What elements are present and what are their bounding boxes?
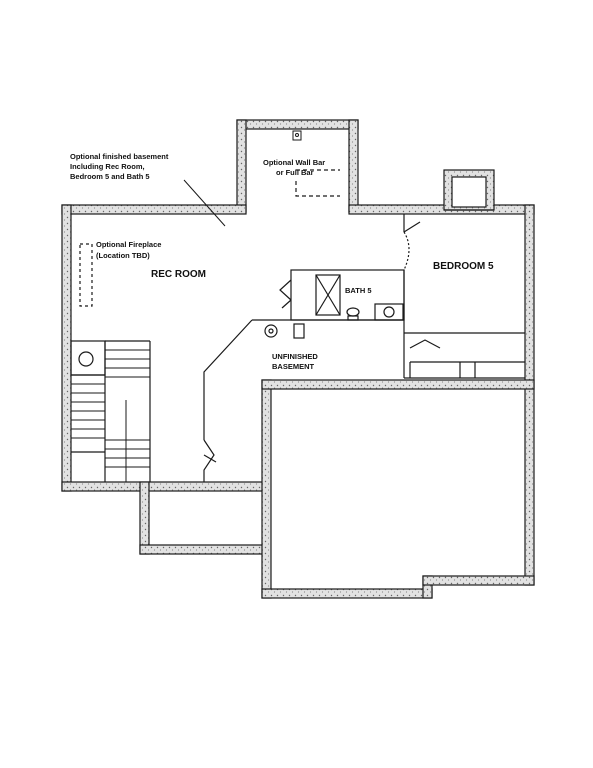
note-optional-basement: Optional finished basement Including Rec…: [70, 152, 169, 181]
bar-sink-icon: [292, 130, 302, 141]
room-label-rec-room: REC ROOM: [151, 269, 206, 280]
note-line: Optional Fireplace: [96, 240, 161, 249]
note-line: Optional finished basement: [70, 152, 169, 161]
interior-walls: [70, 169, 525, 482]
note-line: Including Rec Room,: [70, 162, 145, 171]
note-line: (Location TBD): [96, 251, 150, 260]
note-line: Optional Wall Bar: [263, 158, 325, 167]
window-well: [443, 169, 495, 211]
note-line: Bedroom 5 and Bath 5: [70, 172, 150, 181]
room-label-bedroom: BEDROOM 5: [433, 261, 494, 272]
exterior-walls: [61, 119, 535, 599]
label-line: UNFINISHED: [272, 352, 318, 361]
note-fireplace: Optional Fireplace (Location TBD): [96, 240, 161, 260]
note-line: or Full Bar: [276, 168, 314, 177]
leader-line: [183, 179, 226, 227]
room-label-bath: BATH 5: [345, 286, 372, 295]
stair-treads: [71, 349, 150, 482]
label-line: BASEMENT: [272, 362, 315, 371]
room-label-unfinished: UNFINISHED BASEMENT: [272, 352, 318, 371]
note-wall-bar: Optional Wall Bar or Full Bar: [263, 158, 325, 177]
